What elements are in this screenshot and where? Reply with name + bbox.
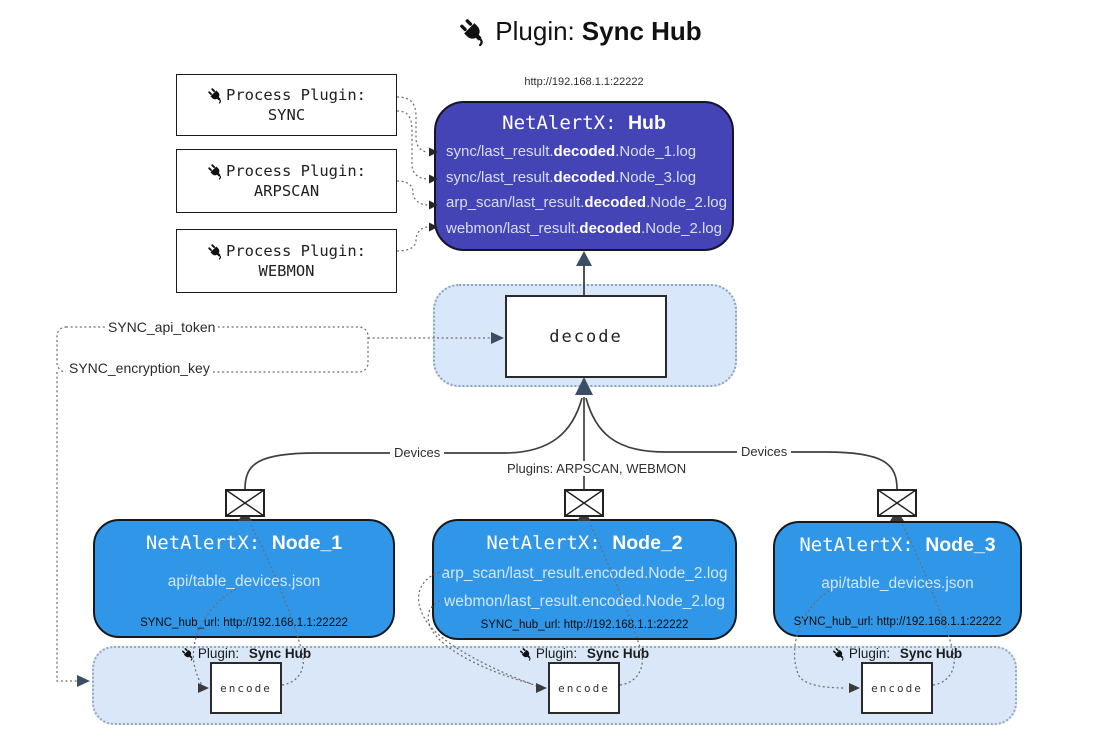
node-file-list: api/table_devices.json [775,570,1020,598]
hub-title-prefix: NetAlertX: [502,112,628,134]
arrowhead-into-encode-band [77,675,90,687]
process-plugin-sync: Process Plugin: SYNC [176,74,397,136]
dotted-webmon-to-hub-line4 [396,226,429,252]
process-plugin-heading-row: Process Plugin: [207,242,366,260]
dotted-sync-to-hub-line1 [396,96,429,153]
process-plugin-heading: Process Plugin: [226,162,366,180]
dotted-secrets-to-encode-band [56,372,77,682]
process-plugin-webmon: Process Plugin: WEBMON [176,229,397,293]
arrowhead-into-node3-envelope [890,510,904,521]
hub-file-line: sync/last_result.decoded.Node_3.log [446,168,697,186]
hub-file-list: sync/last_result.decoded.Node_1.log sync… [436,139,732,241]
edge-label-devices-left: Devices [390,445,445,460]
encode-box-3: encode [861,662,933,714]
node-hub-url: SYNC_hub_url: http://192.168.1.1:22222 [140,617,348,629]
node-hub-url: SYNC_hub_url: http://192.168.1.1:22222 [793,616,1002,628]
node-title: NetAlertX: Node_1 [145,532,343,554]
hub-title: NetAlertX: Hub [436,112,732,135]
hub-file-line: sync/last_result.decoded.Node_1.log [446,143,697,160]
hub-url-label: http://192.168.1.1:22222 [524,76,644,88]
node-file-line: api/table_devices.json [167,573,321,590]
node-file-line: arp_scan/last_result.encoded.Node_2.log [441,565,728,582]
plug-icon [207,87,224,104]
envelope-icon-node1 [225,489,265,517]
process-plugin-arpscan: Process Plugin: ARPSCAN [176,149,397,213]
plug-icon [832,647,846,661]
encoder-label-1: Plugin: Sync Hub [156,646,336,661]
process-plugin-name: SYNC [267,106,306,124]
node-3: NetAlertX: Node_3 api/table_devices.json… [773,521,1022,637]
node-2: NetAlertX: Node_2 arp_scan/last_result.e… [432,519,737,640]
plug-icon [207,163,224,180]
node-file-list: arp_scan/last_result.encoded.Node_2.log … [434,560,735,616]
title-bold: Sync Hub [581,16,702,46]
title-prefix: Plugin: [495,16,575,46]
decode-box: decode [505,295,667,378]
node-file-line: api/table_devices.json [821,575,974,592]
plug-icon [207,243,224,260]
process-plugin-heading-row: Process Plugin: [207,162,366,180]
process-plugin-heading: Process Plugin: [226,86,366,104]
process-plugin-name: WEBMON [258,262,315,280]
edge-label-devices-right: Devices [737,444,792,459]
edge-label-plugins: Plugins: ARPSCAN, WEBMON [503,461,691,476]
plug-icon [458,17,488,47]
hub-file-line: arp_scan/last_result.decoded.Node_2.log [446,194,727,211]
hub-node: NetAlertX: Hub sync/last_result.decoded.… [434,101,734,251]
process-plugin-heading: Process Plugin: [226,242,366,260]
hub-file-line: webmon/last_result.decoded.Node_2.log [446,219,722,237]
encoder-label-3: Plugin: Sync Hub [807,646,987,661]
encode-box-2: encode [548,662,620,714]
plug-icon [519,647,533,661]
sync-encryption-key-label: SYNC_encryption_key [66,360,213,376]
node-file-line: webmon/last_result.encoded.Node_2.log [444,593,725,610]
plug-icon [181,647,195,661]
dotted-sync-to-hub-line2 [396,110,429,180]
diagram-title: Plugin: Sync Hub [0,16,1117,47]
node-title: NetAlertX: Node_3 [799,534,996,556]
envelope-icon-node2 [564,489,604,517]
encode-box-1: encode [210,662,282,714]
process-plugin-heading-row: Process Plugin: [207,86,366,104]
process-plugin-name: ARPSCAN [253,182,320,200]
encoder-label-2: Plugin: Sync Hub [494,646,674,661]
envelope-icon-node3 [877,489,917,517]
arrowhead-into-hub [576,251,592,266]
hub-title-name: Hub [627,112,666,134]
node-hub-url: SYNC_hub_url: http://192.168.1.1:22222 [480,619,689,631]
node-1: NetAlertX: Node_1 api/table_devices.json… [93,519,395,638]
sync-api-token-label: SYNC_api_token [105,319,219,335]
dotted-arpscan-to-hub-line3 [396,180,429,206]
node-title: NetAlertX: Node_2 [486,532,683,554]
node-file-list: api/table_devices.json [95,568,393,596]
